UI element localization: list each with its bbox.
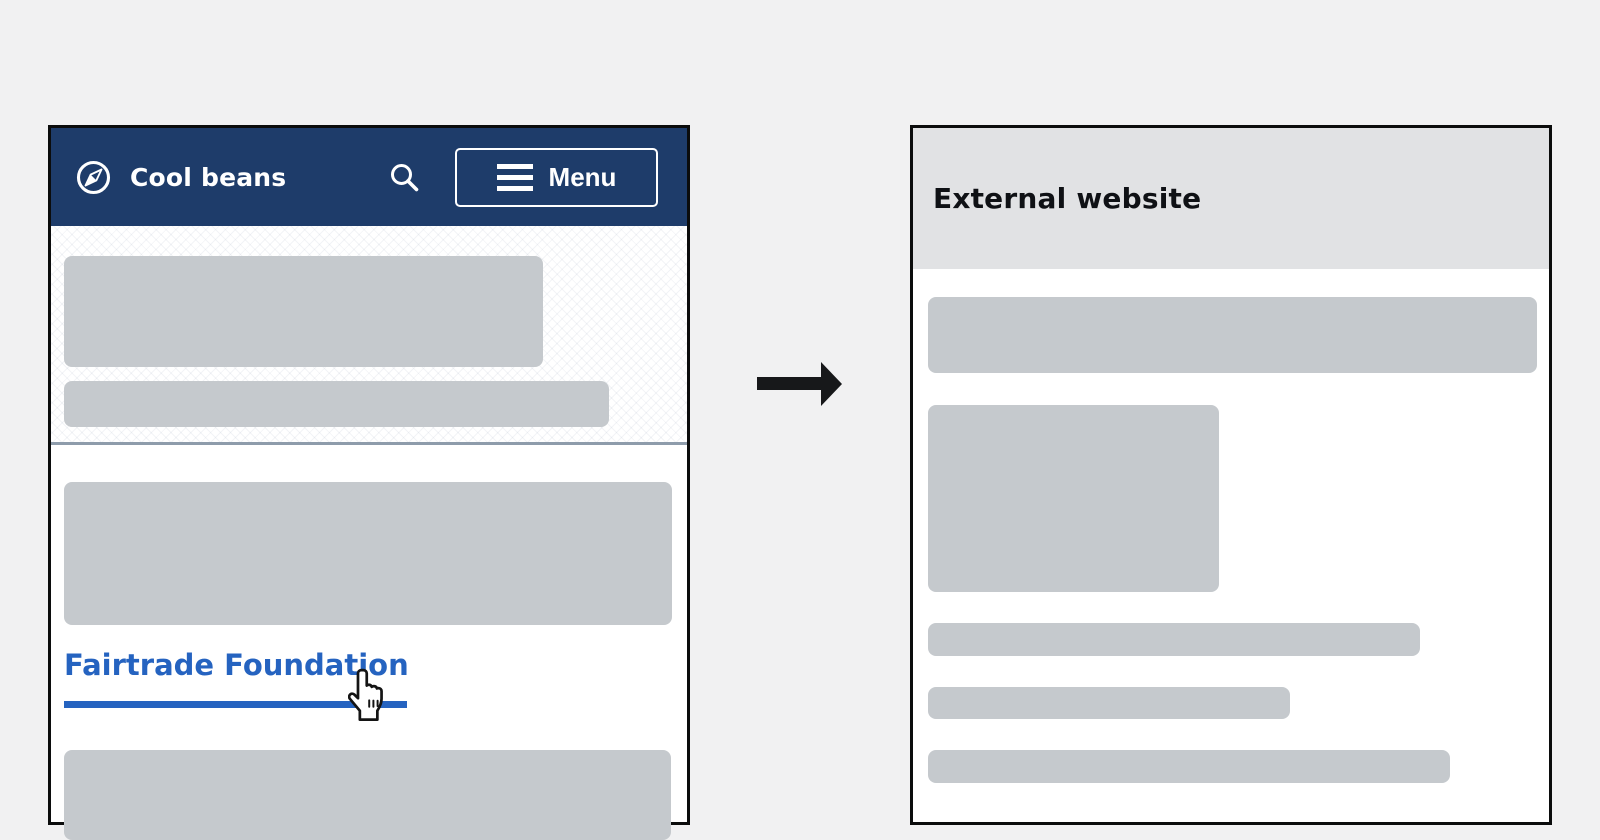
fairtrade-foundation-link[interactable]: Fairtrade Foundation	[64, 648, 409, 682]
placeholder-block	[64, 482, 672, 625]
site-header: Cool beans Menu	[51, 128, 687, 226]
placeholder-block	[928, 623, 1420, 656]
hamburger-icon	[496, 163, 533, 191]
placeholder-block	[928, 750, 1450, 783]
compass-logo-icon	[75, 159, 112, 196]
external-website-panel: External website	[910, 125, 1552, 825]
link-underline	[64, 701, 407, 708]
placeholder-block	[64, 256, 543, 367]
menu-button-label: Menu	[548, 161, 617, 192]
placeholder-block	[928, 297, 1537, 373]
placeholder-block	[928, 687, 1290, 719]
site-brand-title: Cool beans	[130, 162, 287, 192]
cool-beans-site-panel: Cool beans Menu	[48, 125, 690, 840]
right-arrow-icon	[757, 361, 843, 411]
search-button[interactable]	[389, 162, 420, 193]
placeholder-block	[928, 405, 1219, 592]
search-icon	[389, 162, 420, 193]
hand-pointer-cursor	[347, 667, 385, 727]
menu-button[interactable]: Menu	[455, 147, 658, 207]
placeholder-block	[64, 381, 609, 427]
external-site-title: External website	[933, 182, 1202, 215]
external-site-header: External website	[913, 128, 1549, 269]
placeholder-block	[64, 750, 671, 840]
